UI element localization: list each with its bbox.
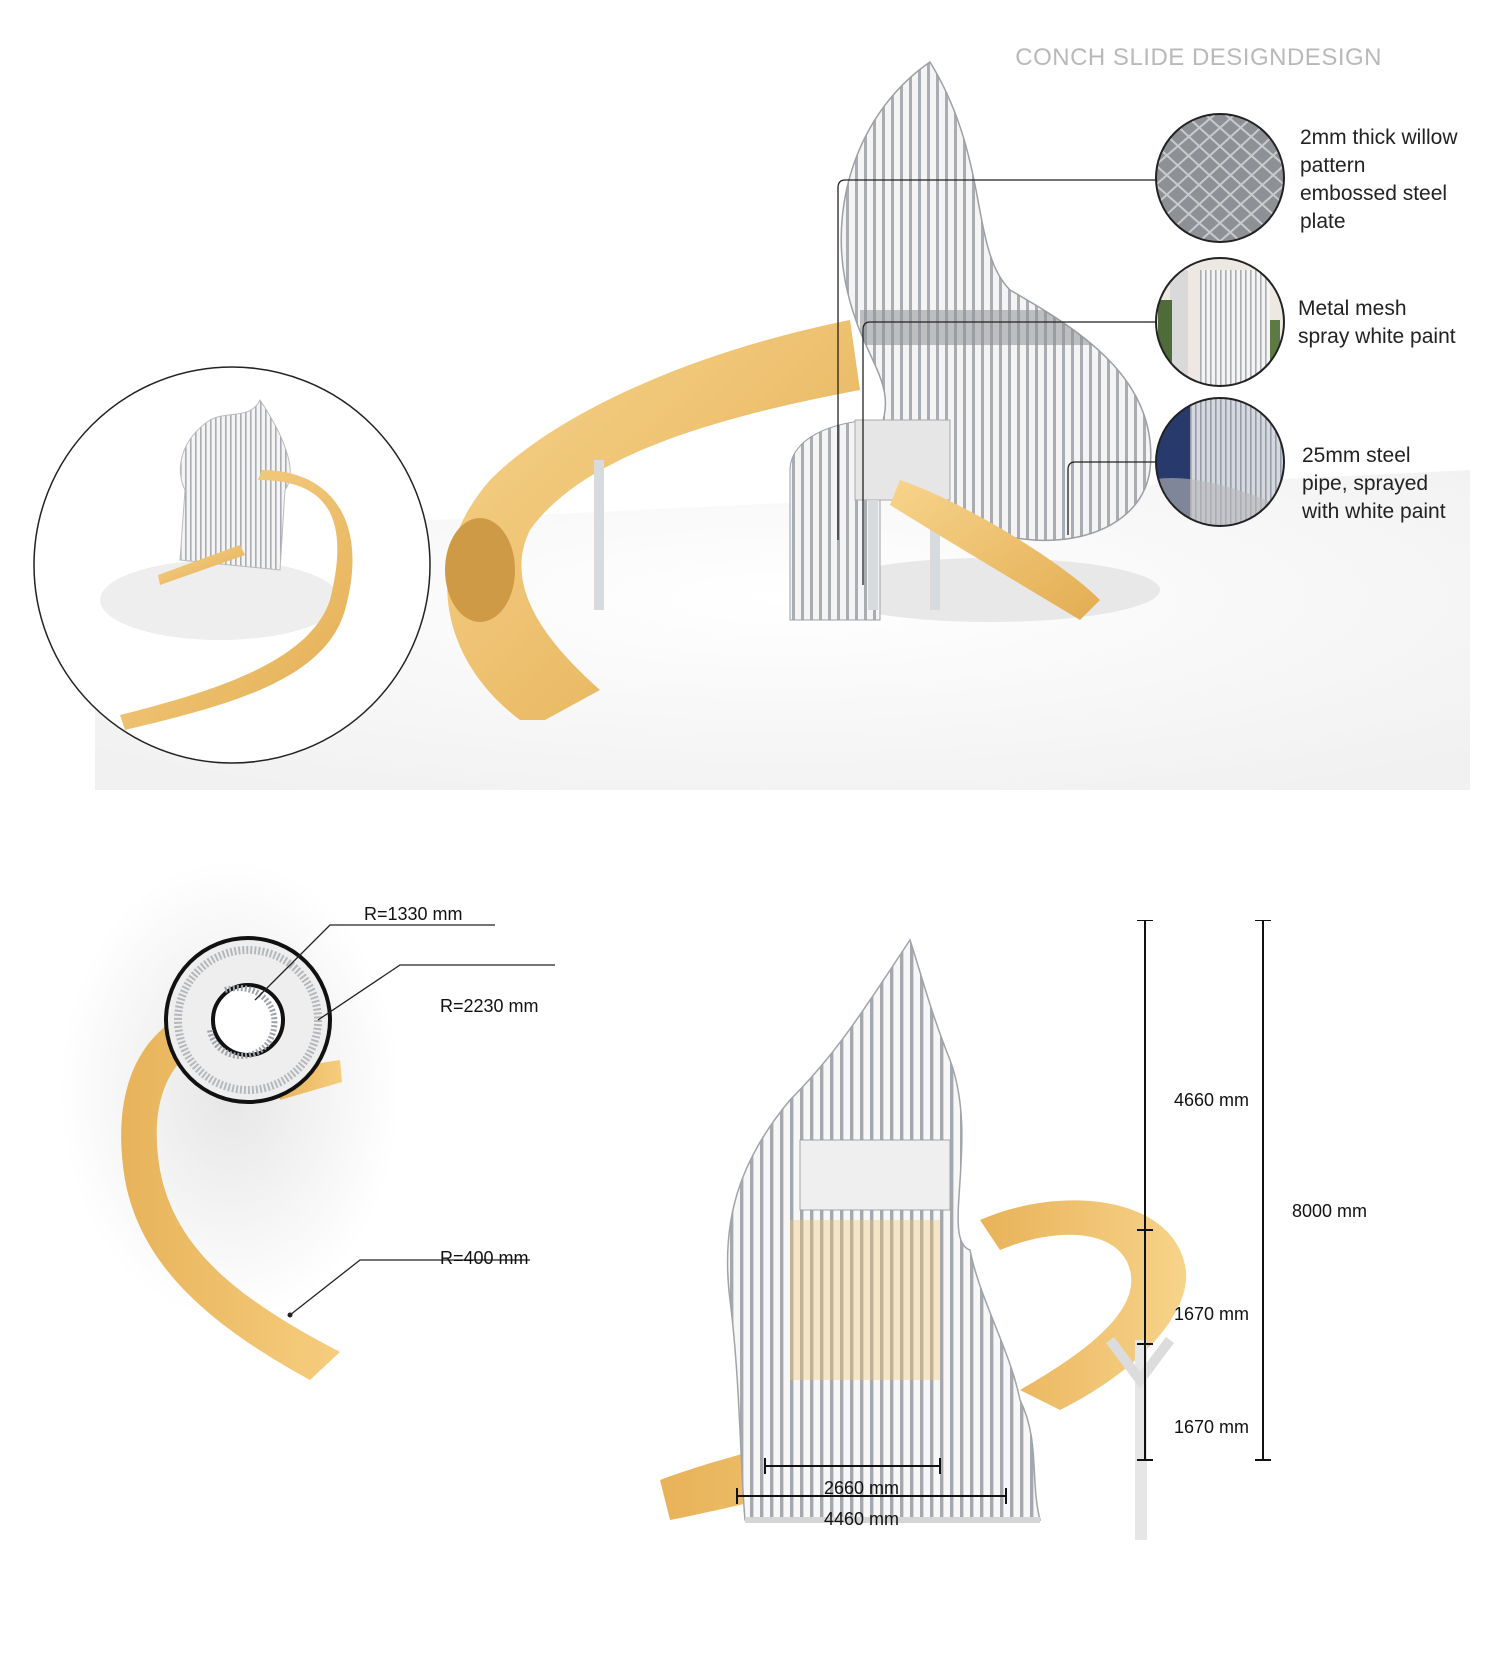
callout-line-3 (1067, 461, 1158, 535)
material-1-line-3: embossed steel (1300, 182, 1448, 205)
floor-plane (95, 470, 1470, 790)
material-1-line-1: 2mm thick willow (1300, 126, 1458, 149)
elevation-shell (726, 938, 1041, 1521)
plan-view (60, 860, 555, 1380)
material-3-line-3: with white paint (1302, 500, 1446, 523)
material-3-line-2: pipe, sprayed (1302, 472, 1429, 495)
height-label-total: 8000 mm (1292, 1201, 1368, 1221)
height-label-1670-a: 1670 mm (1174, 1304, 1250, 1324)
plan-inner-radius-circle (211, 983, 285, 1057)
width-label-2660: 2660 mm (824, 1478, 900, 1498)
material-label-metal-mesh: Metal mesh spray white paint (1298, 295, 1456, 351)
material-label-diamond-plate: 2mm thick willow pattern embossed steel … (1300, 124, 1458, 236)
callout-line-1 (837, 179, 1158, 540)
material-2-line-1: Metal mesh (1298, 297, 1407, 320)
radius-label-400: R=400 mm (440, 1248, 529, 1268)
page-title: CONCH SLIDE DESIGNDESIGN (1015, 44, 1382, 71)
main-slide (445, 320, 860, 720)
width-label-4460: 4460 mm (824, 1509, 900, 1529)
height-dimensions (1137, 920, 1271, 1461)
material-2-line-2: spray white paint (1298, 325, 1456, 348)
elevation-slide-upper (980, 1200, 1187, 1410)
plan-slide (121, 1010, 340, 1380)
material-1-line-2: pattern (1300, 154, 1366, 177)
material-label-steel-pipe: 25mm steel pipe, sprayed with white pain… (1302, 442, 1446, 526)
swatch-diamond-plate (1155, 113, 1285, 243)
width-dimensions (736, 1458, 1007, 1504)
conch-tower (789, 60, 1160, 622)
leader-r400 (289, 1259, 530, 1316)
perspective-render (33, 60, 1470, 790)
height-label-4660: 4660 mm (1174, 1090, 1250, 1110)
leader-r2230 (317, 964, 555, 1021)
material-3-line-1: 25mm steel (1302, 444, 1411, 467)
material-1-line-4: plate (1300, 210, 1346, 233)
callout-line-2 (862, 321, 1158, 585)
overview-thumbnail (33, 366, 431, 764)
elevation-view (660, 920, 1271, 1540)
radius-label-2230: R=2230 mm (440, 996, 539, 1016)
leader-r1330 (254, 924, 495, 1001)
radius-label-1330: R=1330 mm (364, 904, 463, 924)
swatch-metal-mesh (1155, 257, 1285, 387)
height-label-1670-b: 1670 mm (1174, 1417, 1250, 1437)
